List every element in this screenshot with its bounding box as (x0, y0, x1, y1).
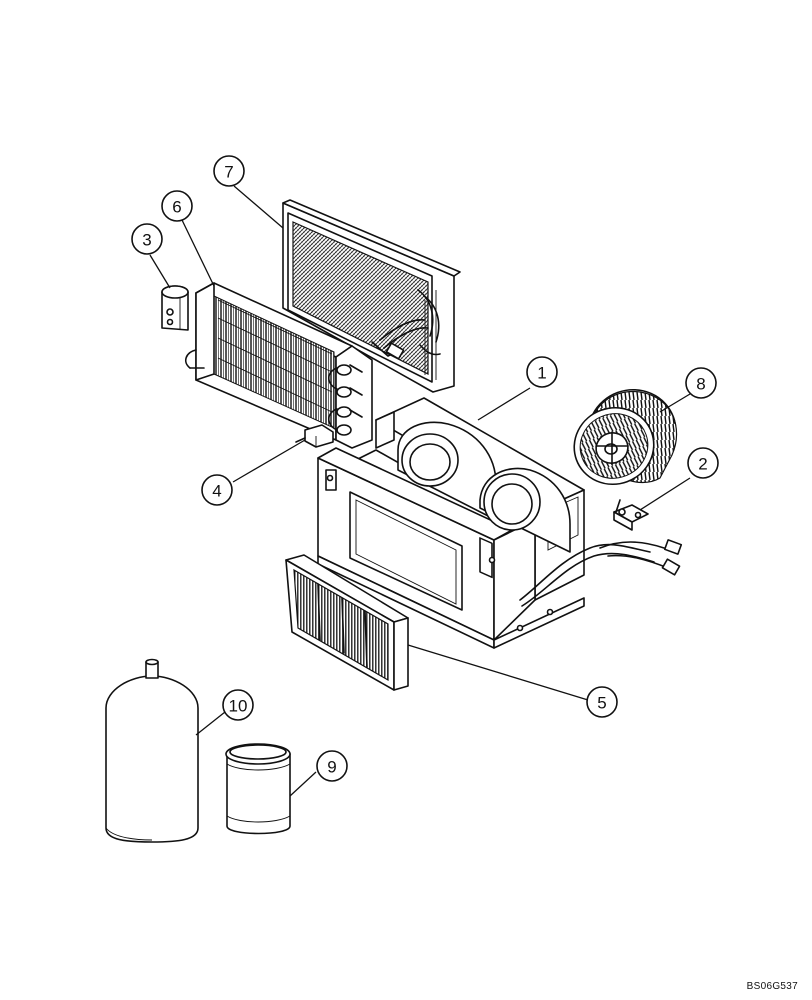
resistor (613, 499, 649, 531)
sensor (295, 424, 334, 448)
filter (285, 554, 409, 691)
callout-10-label: 10 (229, 697, 248, 716)
callout-7: 7 (213, 155, 245, 187)
callout-3: 3 (131, 223, 163, 255)
callout-5: 5 (586, 686, 618, 718)
callout-1: 1 (526, 356, 558, 388)
callout-1-label: 1 (537, 364, 546, 383)
callout-6: 6 (161, 190, 193, 222)
callout-3-label: 3 (142, 231, 151, 250)
leader-lines (149, 185, 691, 797)
callout-7-label: 7 (224, 163, 233, 182)
refrigerant-bottle (105, 658, 199, 843)
callout-8: 8 (685, 367, 717, 399)
callout-4: 4 (201, 474, 233, 506)
blower-wheel (573, 388, 678, 486)
callout-2-label: 2 (698, 455, 707, 474)
callout-8-label: 8 (696, 375, 705, 394)
callout-6-label: 6 (172, 198, 181, 217)
callout-10: 10 (222, 689, 254, 721)
housing-assembly (317, 397, 683, 649)
callout-9-label: 9 (327, 758, 336, 777)
heater-core (184, 282, 373, 449)
callout-5-label: 5 (597, 694, 606, 713)
oil-can (225, 743, 291, 835)
evaporator-core (282, 199, 461, 393)
callout-4-label: 4 (212, 482, 221, 501)
valve (161, 285, 189, 331)
callout-2: 2 (687, 447, 719, 479)
callout-9: 9 (316, 750, 348, 782)
reference-code: BS06G537 (746, 981, 798, 992)
